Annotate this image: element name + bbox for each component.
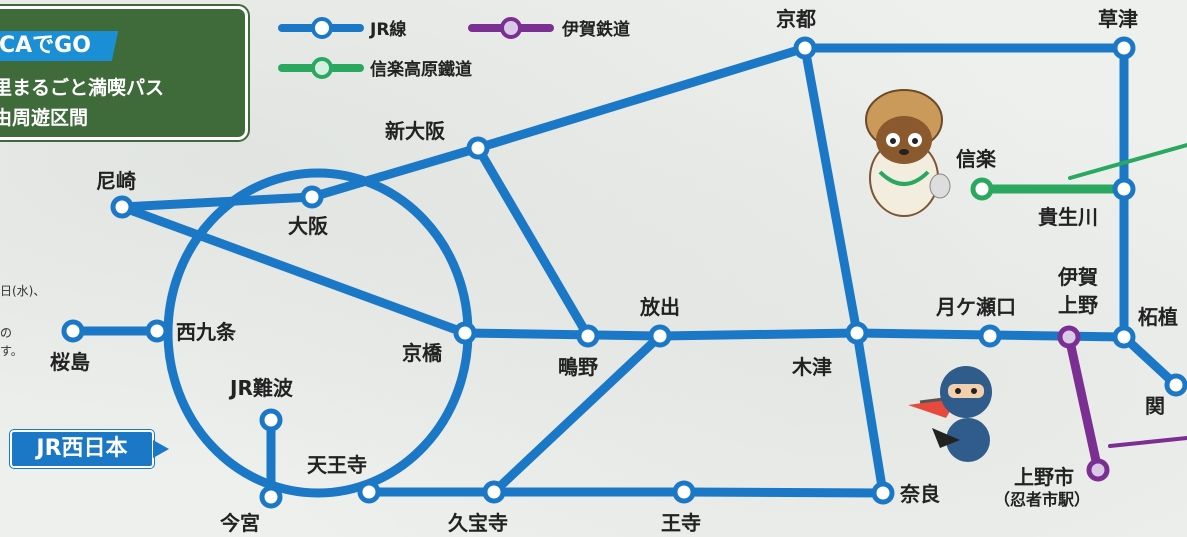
station-label-amagasaki: 尼崎 — [96, 169, 136, 193]
station-dot-tsukigase — [978, 324, 1002, 348]
station-dot-osaka — [300, 185, 324, 209]
station-dot-nishikujo — [145, 319, 169, 343]
pass-title-line-1: 里まるごと満喫パス — [0, 77, 165, 99]
legend-label-shigaraki: 信楽高原鐵道 — [370, 59, 472, 80]
station-label-uenoshi: 上野市 — [1014, 465, 1074, 489]
jr-line-hanaten-kyuhoji — [489, 331, 665, 497]
station-dot-hanaten — [648, 324, 672, 348]
station-label-seki: 関 — [1145, 394, 1165, 418]
jr-line-amagasaki-kyobashi — [117, 202, 470, 338]
station-label-osaka: 大阪 — [288, 214, 329, 238]
station-label-ninjashi: （忍者市駅） — [994, 490, 1090, 509]
station-label-shigaraki: 信楽 — [956, 147, 997, 171]
station-dot-amagasaki — [110, 195, 134, 219]
station-label-kyobashi: 京橋 — [402, 341, 443, 365]
jr-line-kyobashi-tsuge — [460, 328, 1129, 342]
station-dot-nara — [871, 481, 895, 505]
jr-line-tennoji-nara — [364, 487, 888, 498]
jr-line-amagasaki-osaka-kyoto — [117, 43, 1129, 342]
station-dot-imamiya — [259, 485, 283, 509]
station-label-kusatsu: 草津 — [1098, 7, 1138, 31]
station-dot-shigaraki — [970, 177, 994, 201]
legend-label-jr: JR線 — [369, 19, 406, 40]
station-label-hanaten: 放出 — [639, 295, 680, 319]
station-dot-sakurajima — [61, 319, 85, 343]
station-dot-seki — [1164, 373, 1187, 397]
station-dot-oji — [672, 480, 696, 504]
legend: JR線 伊賀鉄道 信楽高原鐵道 — [278, 17, 630, 80]
tanuki-mascot-illustration — [865, 89, 951, 217]
legend-dot-shigaraki — [311, 57, 333, 79]
station-label-kizu: 木津 — [791, 355, 832, 379]
station-label-nara: 奈良 — [899, 482, 940, 506]
station-dot-kyuhoji — [482, 480, 506, 504]
station-label-tsukigase: 月ケ瀬口 — [935, 295, 1016, 319]
station-dot-jrnamba — [259, 408, 283, 432]
legend-dot-iga — [500, 17, 522, 39]
ninja-mascot-illustration — [908, 366, 992, 462]
station-label-nishikujo: 西九条 — [176, 320, 237, 344]
station-label-kyuhoji: 久宝寺 — [448, 511, 508, 535]
note-text-1: 日(水)、 — [0, 284, 46, 298]
pass-title-tag: CAでGO — [0, 31, 119, 61]
station-label-kyoto: 京都 — [776, 7, 816, 31]
station-dot-kibukawa — [1112, 177, 1136, 201]
station-label-oji: 王寺 — [661, 511, 701, 535]
jr-line-shinosaka-shigino — [473, 143, 593, 341]
station-dot-kizu — [845, 321, 869, 345]
station-label-shinosaka: 新大阪 — [385, 119, 446, 143]
station-label-shigino: 鴫野 — [558, 355, 598, 379]
note-text-2: の — [0, 326, 13, 340]
station-dot-shigino — [576, 324, 600, 348]
station-dot-shinosaka — [466, 136, 490, 160]
station-dot-tennoji — [357, 480, 381, 504]
jr-line-tsuge-seki — [1119, 332, 1181, 390]
iga-line — [1064, 332, 1103, 475]
station-label-kibukawa: 貴生川 — [1038, 205, 1098, 229]
station-label-tsuge: 柘植 — [1138, 305, 1178, 329]
station-label-sakurajima: 桜島 — [50, 350, 90, 374]
pass-title-box: CAでGO 里まるごと満喫パス 由周遊区間 — [0, 6, 248, 140]
station-dot-tsuge — [1112, 325, 1136, 349]
station-dot-kyoto — [793, 36, 817, 60]
station-dot-uenoshi — [1086, 458, 1110, 482]
station-dot-igaueno — [1057, 325, 1081, 349]
pass-title-tag-label: CAでGO — [0, 33, 91, 58]
legend-dot-jr — [311, 17, 333, 39]
legend-label-iga: 伊賀鉄道 — [561, 19, 630, 40]
station-label-igaueno-2: 上野 — [1058, 293, 1098, 317]
station-label-jrnamba: JR難波 — [228, 376, 294, 400]
shigaraki-line-extension — [1068, 143, 1187, 180]
station-label-tennoji: 天王寺 — [307, 453, 367, 477]
station-dot-kyobashi — [453, 321, 477, 345]
station-label-imamiya: 今宮 — [220, 511, 260, 535]
jr-west-badge: JR西日本 — [10, 430, 169, 468]
station-dot-kusatsu — [1112, 36, 1136, 60]
station-label-igaueno-1: 伊賀 — [1057, 265, 1098, 289]
note-text-3: す。 — [0, 344, 23, 358]
iga-line-extension — [1108, 436, 1187, 448]
pass-title-line-2: 由周遊区間 — [0, 107, 89, 129]
